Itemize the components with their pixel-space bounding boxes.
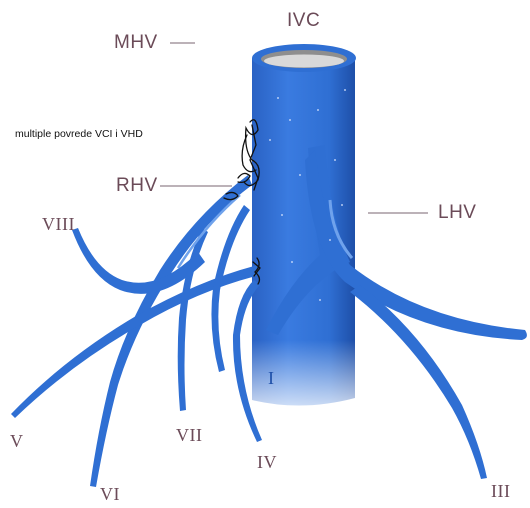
segment-viii-label: VIII [42,214,75,235]
ivc-opening-inner [264,55,344,68]
ivc-label: IVC [287,10,320,32]
rhv-secondary-branch [211,205,250,372]
injury-annotation: multiple povrede VCI i VHD [15,128,143,140]
ivc-bottom-fade [250,340,358,415]
rhv-label: RHV [116,175,158,197]
lhv-label: LHV [438,202,476,224]
segment-v-label: V [10,431,24,452]
segment-iii-label: III [491,481,510,502]
segment-iv-label: IV [257,452,277,473]
segment-vi-label: VI [100,484,120,505]
segment-i-label: I [268,368,275,389]
segment-vii-label: VII [176,425,203,446]
mhv-label: MHV [114,32,158,54]
